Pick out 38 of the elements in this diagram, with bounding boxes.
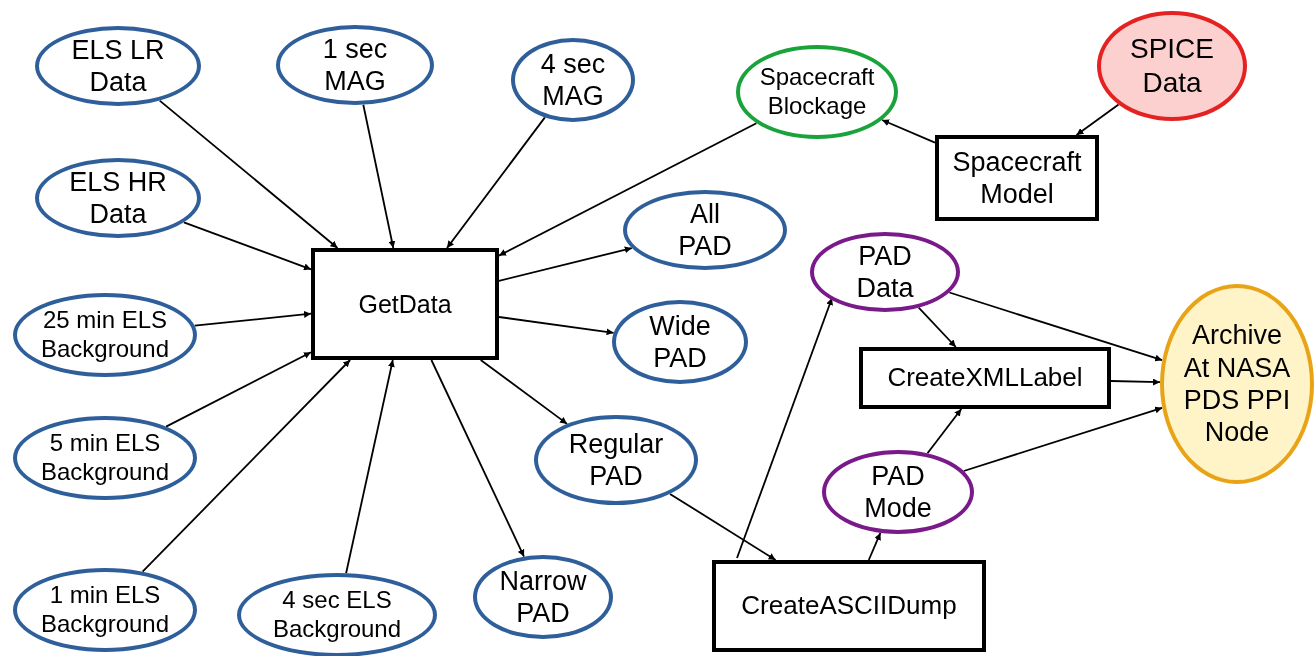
node-label: CreateXMLLabel [887,362,1083,394]
arrow [498,316,615,336]
node-label: Spacecraft Blockage [758,63,876,121]
node-label: Archive At NASA PDS PPI Node [1182,319,1292,449]
node-label: CreateASCIIDump [741,590,957,622]
node-label: 1 min ELS Background [39,581,171,639]
node-label: Wide PAD [648,309,712,375]
arrow [881,119,936,144]
node-label: ELS HR Data [68,165,168,231]
node-label: 4 sec ELS Background [271,586,403,644]
node-label: 1 sec MAG [321,32,389,98]
node-label: GetData [358,289,452,319]
node-label: ELS LR Data [70,33,166,99]
node-label: PAD Mode [863,459,933,525]
arrow [165,351,312,428]
node-label: PAD Data [855,239,915,305]
process-box [311,248,499,360]
arrow [479,359,568,425]
arrow [430,359,525,558]
arrow [867,532,882,561]
process-box [712,560,986,652]
node-label: Spacecraft Model [951,145,1083,211]
arrow [345,359,395,575]
node-label: 4 sec MAG [539,47,607,113]
arrow [669,493,777,561]
node-label: SPICE Data [1129,32,1215,100]
arrow [736,297,833,559]
arrow [183,221,312,271]
arrow [498,122,758,257]
node-label: 25 min ELS Background [39,306,171,364]
process-box [859,347,1111,409]
node-label: Regular PAD [567,427,665,493]
arrow [362,103,396,249]
node-label: All PAD [677,197,733,263]
node-label: Narrow PAD [498,564,588,630]
arrow [1110,378,1161,386]
node-label: 5 min ELS Background [39,429,171,487]
process-box [935,135,1099,221]
